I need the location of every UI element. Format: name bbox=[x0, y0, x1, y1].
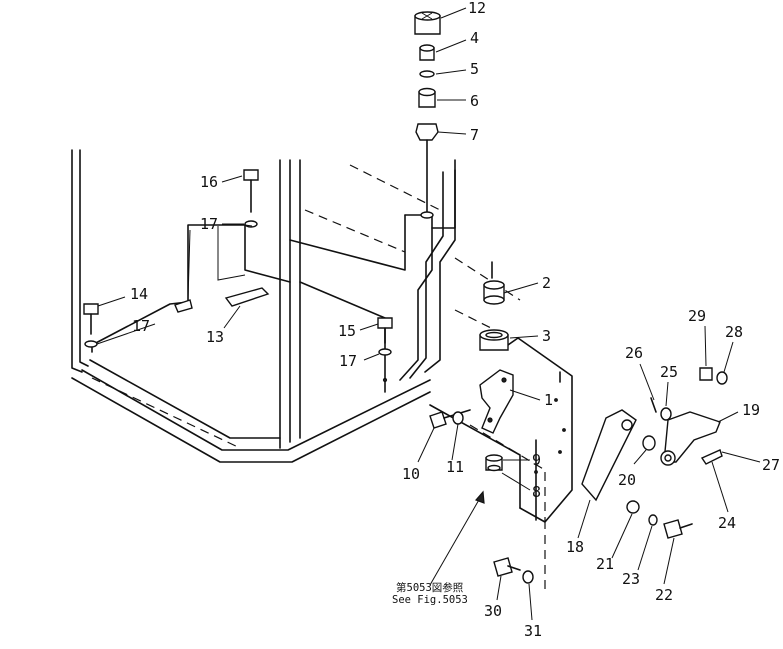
callout-7: 7 bbox=[470, 126, 479, 144]
callout-17-left: 17 bbox=[132, 317, 150, 335]
reference-note-english: See Fig.5053 bbox=[392, 594, 468, 606]
callout-16: 16 bbox=[200, 173, 218, 191]
callout-22: 22 bbox=[655, 586, 673, 604]
callout-21: 21 bbox=[596, 555, 614, 573]
floor-fasteners bbox=[83, 169, 393, 383]
reference-note: 第5053図参照 See Fig.5053 bbox=[392, 581, 468, 606]
callout-15: 15 bbox=[338, 322, 356, 340]
leader-lines bbox=[96, 7, 761, 621]
bolt-washer-10-11 bbox=[429, 409, 471, 429]
callout-17-right: 17 bbox=[339, 352, 357, 370]
callout-20: 20 bbox=[618, 471, 636, 489]
callout-27: 27 bbox=[762, 456, 780, 474]
callout-18: 18 bbox=[566, 538, 584, 556]
callout-29: 29 bbox=[688, 307, 706, 325]
callout-5: 5 bbox=[470, 60, 479, 78]
callout-3: 3 bbox=[542, 327, 551, 345]
callout-24: 24 bbox=[718, 514, 736, 532]
callout-8: 8 bbox=[532, 483, 541, 501]
callout-31: 31 bbox=[524, 622, 542, 640]
callout-14: 14 bbox=[130, 285, 148, 303]
callout-19: 19 bbox=[742, 401, 760, 419]
callout-4: 4 bbox=[470, 29, 479, 47]
linkage-parts bbox=[493, 367, 728, 595]
callout-28: 28 bbox=[725, 323, 743, 341]
callout-6: 6 bbox=[470, 92, 479, 110]
reference-note-japanese: 第5053図参照 bbox=[396, 581, 464, 594]
callout-10: 10 bbox=[402, 465, 420, 483]
callout-11: 11 bbox=[446, 458, 464, 476]
vertical-fastener-stack bbox=[414, 11, 441, 219]
callout-13: 13 bbox=[206, 328, 224, 346]
callout-17-upper: 17 bbox=[200, 215, 218, 233]
mount-parts-2-3 bbox=[479, 261, 509, 472]
callout-25: 25 bbox=[660, 363, 678, 381]
callout-9: 9 bbox=[532, 451, 541, 469]
callout-23: 23 bbox=[622, 570, 640, 588]
callout-26: 26 bbox=[625, 344, 643, 362]
callout-30: 30 bbox=[484, 602, 502, 620]
callout-1: 1 bbox=[544, 391, 553, 409]
mount-bracket bbox=[429, 337, 573, 523]
callout-2: 2 bbox=[542, 274, 551, 292]
callout-12: 12 bbox=[468, 0, 486, 17]
callout-labels: 12 4 5 6 7 2 3 1 9 8 10 11 16 17 17 17 1… bbox=[130, 0, 780, 640]
